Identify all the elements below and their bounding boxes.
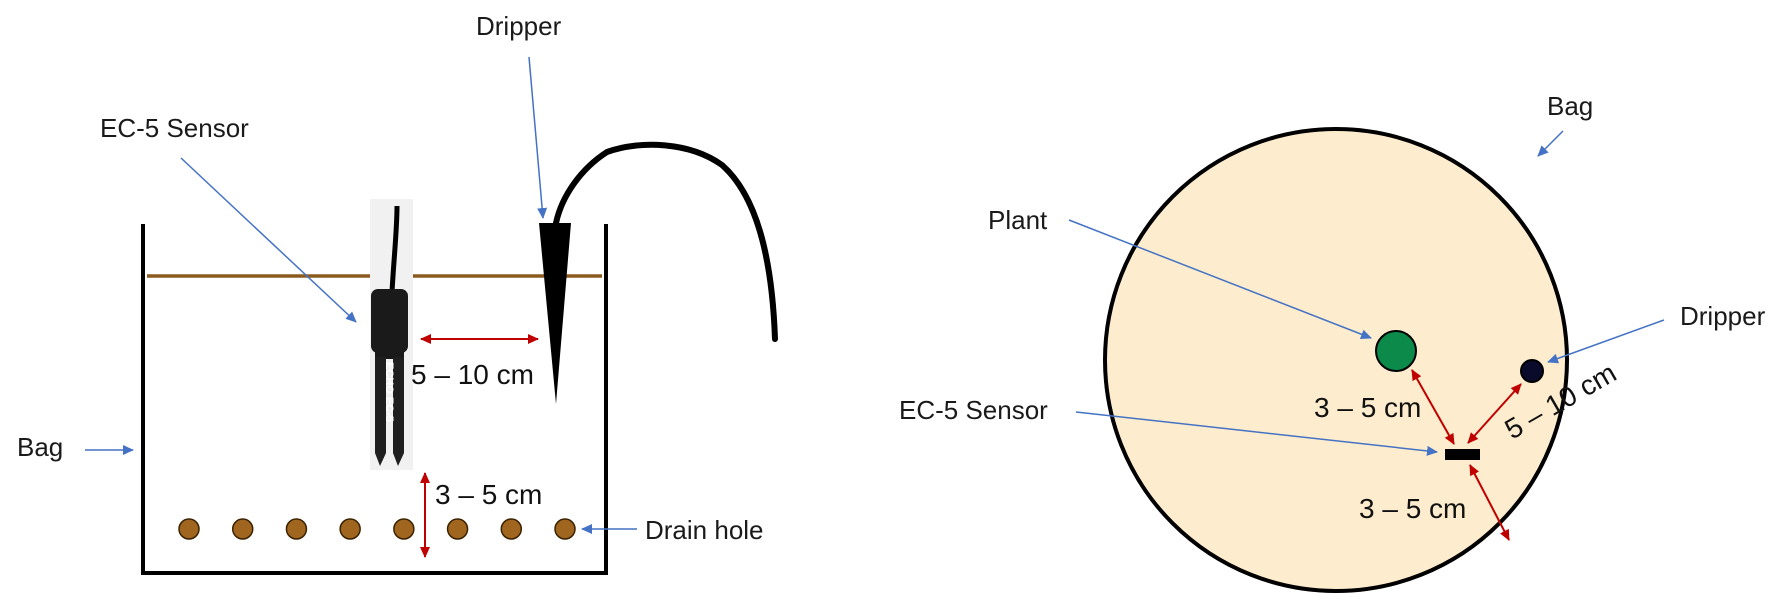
- bag-label-top: Bag: [1547, 91, 1593, 121]
- drain-hole: [339, 518, 361, 540]
- sensor-leader-top: [1075, 411, 1438, 456]
- dripper-cone: [539, 223, 571, 404]
- drain-hole: [231, 518, 254, 540]
- dripper-label-side: Dripper: [476, 11, 562, 41]
- side-view: ECHO EC-5 5 – 10 cm 3 – 5 cm Dripper EC-…: [17, 11, 778, 575]
- ec5-sensor-probe: ECHO EC-5: [370, 199, 413, 470]
- sensor-leader-side: [180, 157, 357, 323]
- drain-hole-label: Drain hole: [645, 515, 764, 545]
- sensor-label-side: EC-5 Sensor: [100, 113, 249, 143]
- drain-hole: [554, 518, 576, 540]
- plant-circle: [1375, 330, 1417, 372]
- dripper-dot: [1520, 359, 1544, 383]
- drain-holes: [178, 518, 576, 540]
- dim-arrow-sensor-edge: [1469, 464, 1510, 541]
- dripper-label-top: Dripper: [1680, 301, 1766, 331]
- plant-leader: [1068, 219, 1372, 340]
- dim-arrow-dripper-sensor: [1467, 383, 1522, 444]
- top-view: 3 – 5 cm 5 – 10 cm 3 – 5 cm Bag Plant Dr…: [899, 91, 1766, 593]
- sensor-bar-top: [1445, 449, 1480, 460]
- bag-circle-top: [1103, 127, 1569, 593]
- drain-hole: [500, 518, 523, 540]
- dripper-leader-side: [528, 56, 548, 219]
- probe-text: ECHO EC-5: [383, 362, 395, 422]
- drain-hole: [446, 518, 469, 540]
- dim-arrow-plant-sensor: [1411, 369, 1455, 445]
- bag-leader-top: [1537, 130, 1564, 157]
- dim-label-plant-sensor: 3 – 5 cm: [1314, 392, 1421, 423]
- dim-label-vertical: 3 – 5 cm: [435, 479, 542, 510]
- drain-hole: [393, 518, 415, 540]
- bag-label-side: Bag: [17, 432, 63, 462]
- bag-outline-side: [141, 224, 608, 575]
- dim-label-sensor-edge: 3 – 5 cm: [1359, 493, 1466, 524]
- dripper-leader-top: [1547, 319, 1665, 364]
- drain-hole: [285, 518, 308, 540]
- sensor-label-top: EC-5 Sensor: [899, 395, 1048, 425]
- plant-label: Plant: [988, 205, 1048, 235]
- dripper-tube: [553, 141, 778, 342]
- dim-label-horizontal: 5 – 10 cm: [411, 359, 534, 390]
- drain-hole: [178, 518, 200, 540]
